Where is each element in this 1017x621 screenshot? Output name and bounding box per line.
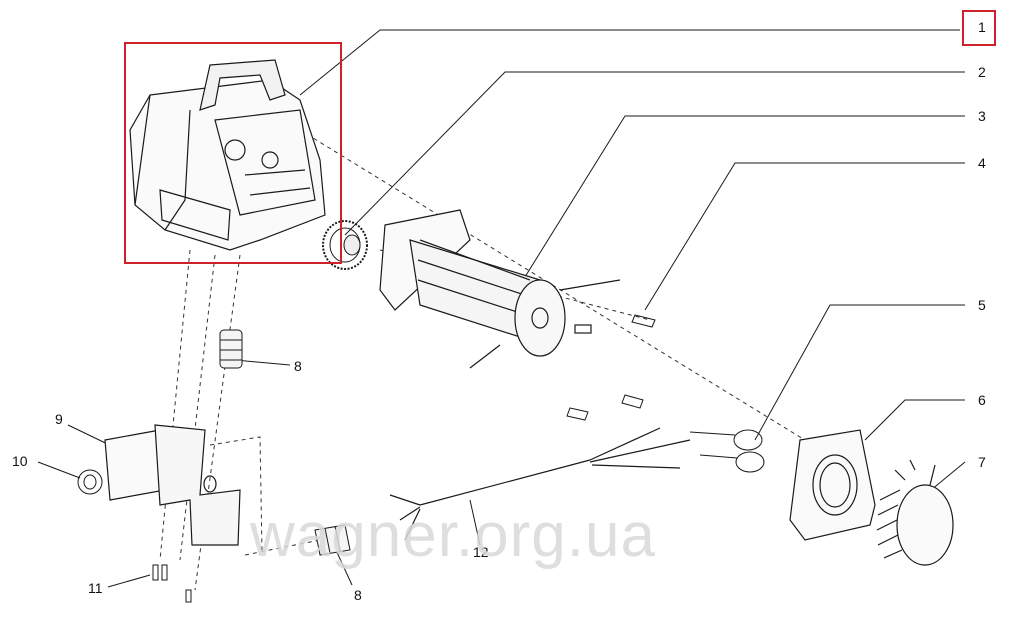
callout-label-10: 10 (12, 453, 28, 469)
cable-gland-part-8a (219, 329, 243, 369)
screw-part-4 (566, 314, 656, 421)
motor-part (379, 209, 621, 369)
leader-line-5 (754, 304, 965, 441)
leader-line-8b (334, 547, 353, 586)
leader-line-12 (469, 499, 481, 546)
assembly-axis-v1 (159, 249, 191, 561)
fan-part (876, 459, 954, 566)
housing-part (129, 59, 326, 251)
wiring-harness-part (389, 427, 691, 541)
assembly-axis-v2 (179, 254, 216, 561)
leader-line-8a (234, 359, 291, 366)
leader-line-6 (864, 399, 965, 441)
cable-gland-part-8b (314, 524, 351, 556)
callout-label-8a: 8 (294, 358, 302, 374)
housing-highlight-box (124, 42, 342, 264)
leader-line-11 (107, 574, 151, 588)
callout-label-7: 7 (978, 454, 986, 470)
callout-label-8b: 8 (354, 587, 362, 603)
callout-1-highlight-box (962, 10, 996, 46)
leader-line-4 (644, 162, 965, 311)
assembly-axis-main (299, 129, 871, 481)
gear-part (322, 220, 368, 270)
bracket-part (104, 424, 241, 546)
nut-part (77, 469, 103, 495)
leader-line-10 (37, 461, 81, 479)
callout-label-2: 2 (978, 64, 986, 80)
assembly-axis-bracket (209, 436, 263, 553)
bolt-part (152, 564, 192, 603)
watermark-text: wagner.org.ua (250, 501, 656, 570)
callout-label-4: 4 (978, 155, 986, 171)
capacitor-part (689, 429, 765, 473)
leader-line-1 (299, 29, 960, 96)
end-plate-part (789, 429, 876, 541)
callout-label-5: 5 (978, 297, 986, 313)
callout-label-12: 12 (473, 544, 489, 560)
callout-label-6: 6 (978, 392, 986, 408)
callout-label-3: 3 (978, 108, 986, 124)
callout-label-9: 9 (55, 411, 63, 427)
callout-label-11: 11 (88, 580, 103, 596)
callout-label-1: 1 (978, 19, 986, 35)
leader-line-2 (344, 71, 965, 236)
leader-line-3 (519, 115, 965, 286)
